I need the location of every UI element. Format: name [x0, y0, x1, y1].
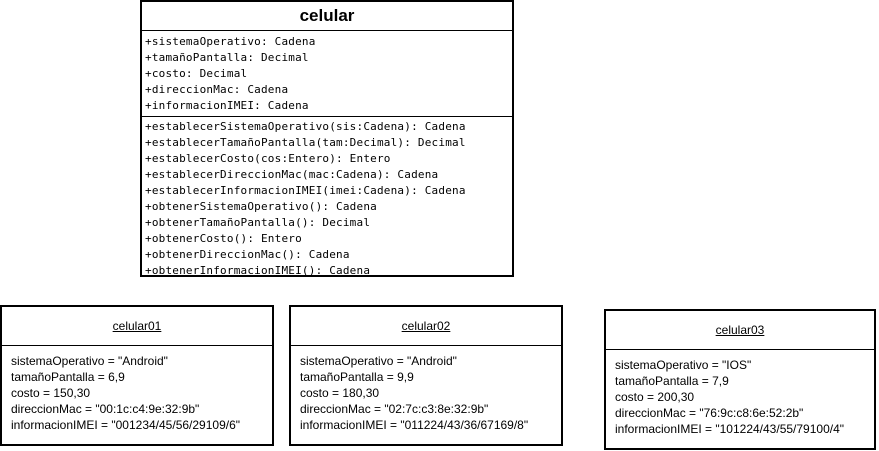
attribute: +tamañoPantalla: Decimal — [145, 51, 309, 64]
class-box-celular: celular +sistemaOperativo: Cadena +tamañ… — [140, 0, 514, 277]
object-name: celular03 — [606, 311, 874, 350]
object-box-celular02: celular02 sistemaOperativo = "Android" t… — [289, 305, 563, 446]
slot: sistemaOperativo = "IOS" — [615, 358, 752, 372]
class-operations: +establecerSistemaOperativo(sis:Cadena):… — [142, 117, 512, 279]
object-slots: sistemaOperativo = "Android" tamañoPanta… — [291, 346, 561, 433]
slot: costo = 200,30 — [615, 390, 695, 404]
operation: +obtenerDireccionMac(): Cadena — [145, 248, 350, 261]
attribute: +sistemaOperativo: Cadena — [145, 35, 316, 48]
slot: tamañoPantalla = 9,9 — [300, 370, 414, 384]
class-name: celular — [142, 2, 512, 31]
slot: costo = 180,30 — [300, 386, 380, 400]
attribute: +informacionIMEI: Cadena — [145, 99, 309, 112]
object-slots: sistemaOperativo = "IOS" tamañoPantalla … — [606, 350, 874, 437]
slot: sistemaOperativo = "Android" — [300, 354, 457, 368]
object-box-celular01: celular01 sistemaOperativo = "Android" t… — [0, 305, 274, 446]
operation: +establecerInformacionIMEI(imei:Cadena):… — [145, 184, 466, 197]
class-attributes: +sistemaOperativo: Cadena +tamañoPantall… — [142, 31, 512, 117]
slot: sistemaOperativo = "Android" — [11, 354, 168, 368]
object-name: celular01 — [2, 307, 272, 346]
attribute: +direccionMac: Cadena — [145, 83, 289, 96]
operation: +obtenerInformacionIMEI(): Cadena — [145, 264, 371, 277]
operation: +establecerCosto(cos:Entero): Entero — [145, 152, 391, 165]
slot: costo = 150,30 — [11, 386, 91, 400]
slot: informacionIMEI = "001234/45/56/29109/6" — [11, 418, 241, 432]
operation: +establecerSistemaOperativo(sis:Cadena):… — [145, 120, 466, 133]
operation: +obtenerCosto(): Entero — [145, 232, 302, 245]
operation: +obtenerSistemaOperativo(): Cadena — [145, 200, 377, 213]
slot: direccionMac = "00:1c:c4:9e:32:9b" — [11, 402, 200, 416]
object-slots: sistemaOperativo = "Android" tamañoPanta… — [2, 346, 272, 433]
slot: tamañoPantalla = 7,9 — [615, 374, 729, 388]
object-box-celular03: celular03 sistemaOperativo = "IOS" tamañ… — [604, 309, 876, 450]
slot: informacionIMEI = "011224/43/36/67169/8" — [300, 418, 529, 432]
slot: tamañoPantalla = 6,9 — [11, 370, 125, 384]
slot: direccionMac = "02:7c:c3:8e:32:9b" — [300, 402, 489, 416]
slot: direccionMac = "76:9c:c8:6e:52:2b" — [615, 406, 804, 420]
operation: +obtenerTamañoPantalla(): Decimal — [145, 216, 371, 229]
operation: +establecerTamañoPantalla(tam:Decimal): … — [145, 136, 466, 149]
attribute: +costo: Decimal — [145, 67, 248, 80]
slot: informacionIMEI = "101224/43/55/79100/4" — [615, 422, 845, 436]
operation: +establecerDireccionMac(mac:Cadena): Cad… — [145, 168, 439, 181]
object-name: celular02 — [291, 307, 561, 346]
